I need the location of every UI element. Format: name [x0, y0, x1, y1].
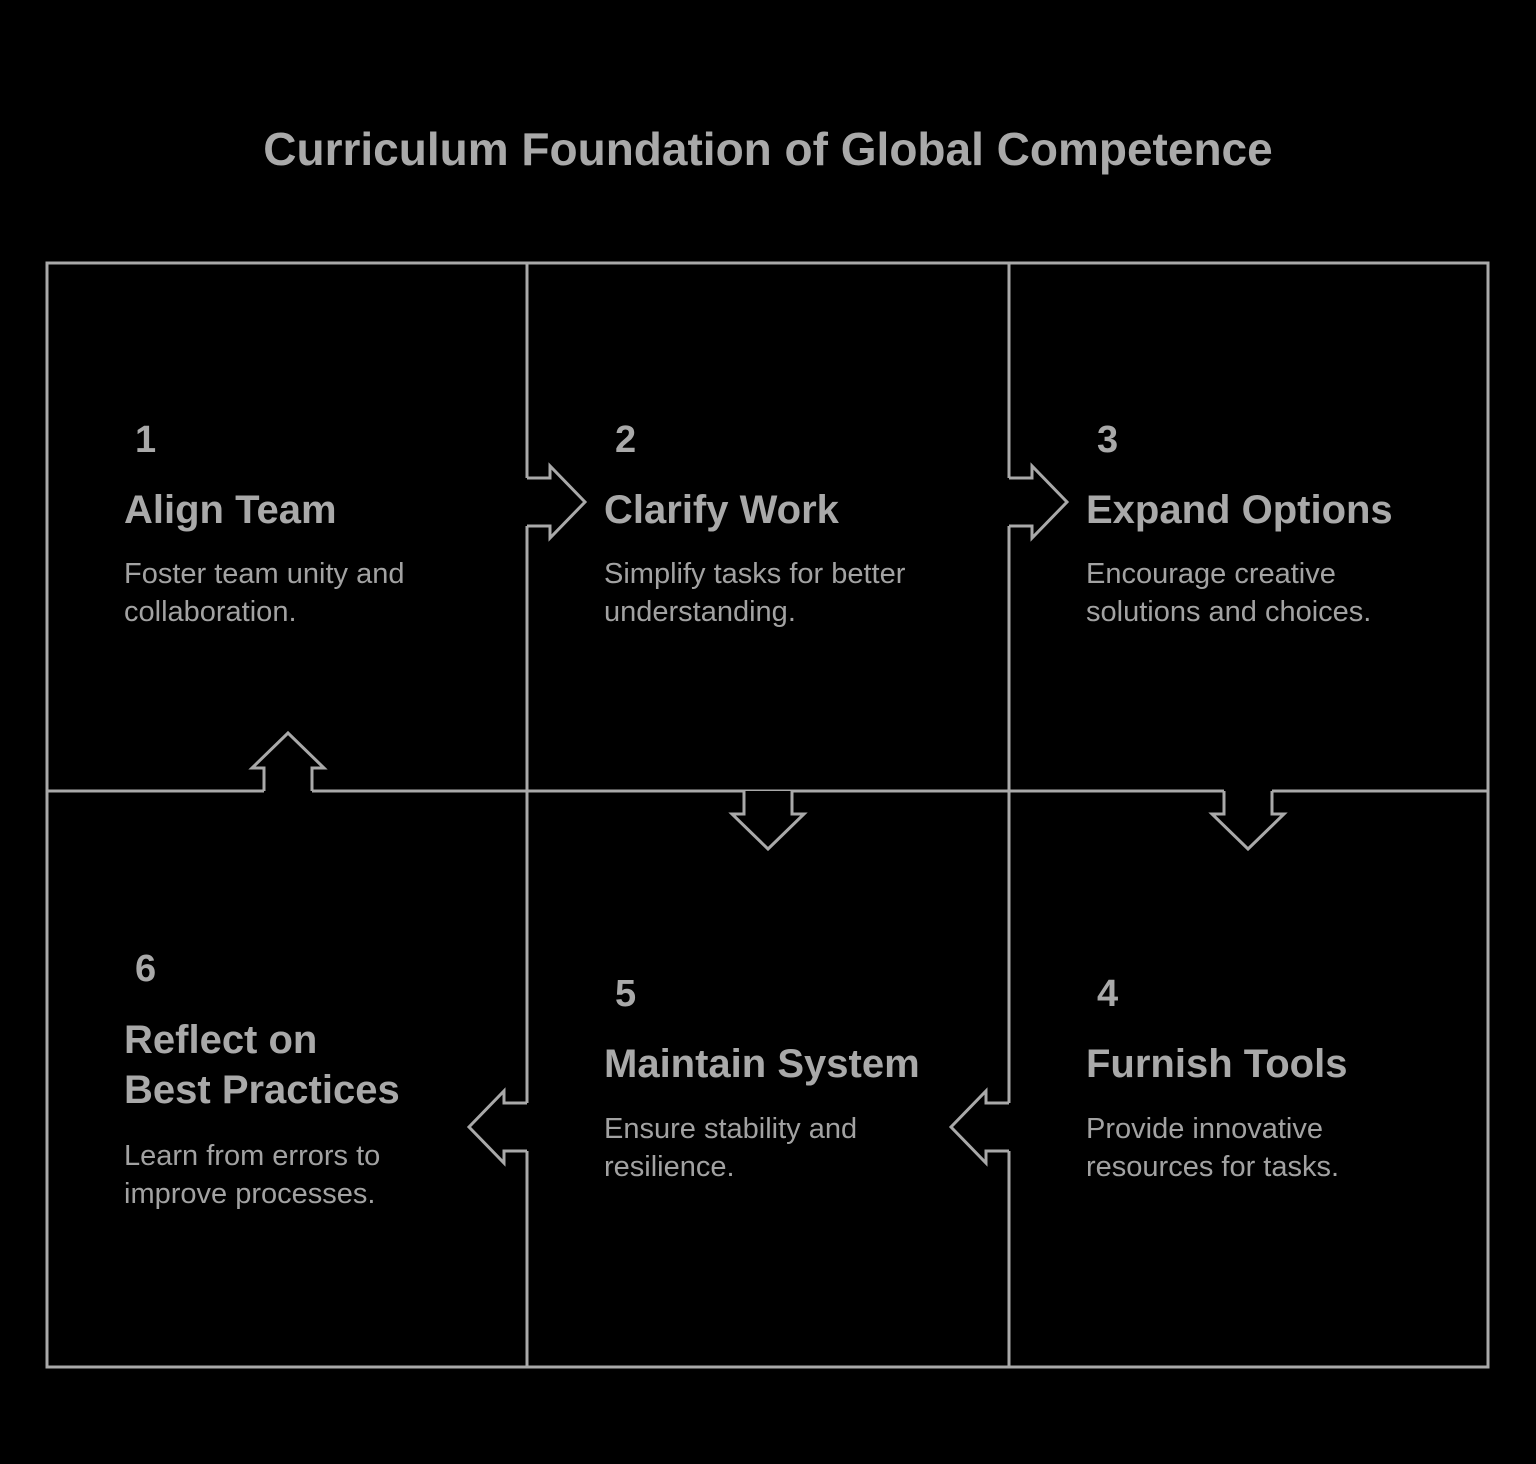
step-description-line: resources for tasks.	[1086, 1151, 1340, 1183]
step-description-line: understanding.	[604, 596, 796, 628]
step-title: Align Team	[124, 485, 337, 535]
step-description-line: Provide innovative	[1086, 1113, 1323, 1145]
step-number: 3	[1097, 419, 1119, 461]
step-card-5: 5 Maintain System Ensure stability and r…	[527, 791, 1009, 1367]
step-description-line: Encourage creative	[1086, 558, 1336, 590]
step-description-line: Ensure stability and	[604, 1113, 858, 1145]
step-description: Foster team unity and collaboration.	[124, 555, 404, 631]
step-description-line: Learn from errors to	[124, 1140, 381, 1172]
down-arrow-icon-2-to-5	[728, 791, 808, 852]
step-title-line: Align Team	[124, 488, 337, 532]
step-title-line: Best Practices	[124, 1068, 400, 1112]
step-card-2: 2 Clarify Work Simplify tasks for better…	[527, 263, 1009, 791]
right-arrow-icon-2-to-3	[1009, 462, 1070, 542]
step-description: Learn from errors to improve processes.	[124, 1137, 380, 1213]
step-number: 4	[1097, 973, 1119, 1015]
step-title: Clarify Work	[604, 485, 839, 535]
step-title-line: Expand Options	[1086, 488, 1393, 532]
step-description: Encourage creative solutions and choices…	[1086, 555, 1371, 631]
step-description: Ensure stability and resilience.	[604, 1110, 857, 1186]
step-number: 6	[135, 948, 157, 990]
step-description: Provide innovative resources for tasks.	[1086, 1110, 1339, 1186]
diagram-title: Curriculum Foundation of Global Competen…	[263, 123, 1273, 175]
step-description-line: Simplify tasks for better	[604, 558, 906, 590]
step-description-line: resilience.	[604, 1151, 735, 1183]
step-title: Furnish Tools	[1086, 1039, 1347, 1089]
step-description-line: collaboration.	[124, 596, 297, 628]
left-arrow-icon-4-to-5	[948, 1087, 1009, 1167]
step-title: Reflect on Best Practices	[124, 1015, 400, 1115]
step-title: Maintain System	[604, 1039, 920, 1089]
up-arrow-icon-6-to-1	[248, 730, 328, 791]
step-card-4: 4 Furnish Tools Provide innovative resou…	[1009, 791, 1488, 1367]
step-number: 5	[615, 973, 637, 1015]
step-number: 2	[615, 419, 637, 461]
step-title-line: Maintain System	[604, 1042, 920, 1086]
step-description: Simplify tasks for better understanding.	[604, 555, 905, 631]
step-title-line: Reflect on	[124, 1018, 318, 1062]
step-description-line: solutions and choices.	[1086, 596, 1372, 628]
step-description-line: Foster team unity and	[124, 558, 405, 590]
step-title-line: Furnish Tools	[1086, 1042, 1348, 1086]
step-card-6: 6 Reflect on Best Practices Learn from e…	[47, 791, 527, 1367]
left-arrow-icon-5-to-6	[466, 1087, 527, 1167]
step-card-3: 3 Expand Options Encourage creative solu…	[1009, 263, 1488, 791]
step-card-1: 1 Align Team Foster team unity and colla…	[47, 263, 527, 791]
step-title: Expand Options	[1086, 485, 1393, 535]
right-arrow-icon-1-to-2	[527, 462, 588, 542]
step-title-line: Clarify Work	[604, 488, 839, 532]
down-arrow-icon-3-to-4	[1208, 791, 1288, 852]
step-description-line: improve processes.	[124, 1178, 376, 1210]
step-number: 1	[135, 419, 157, 461]
